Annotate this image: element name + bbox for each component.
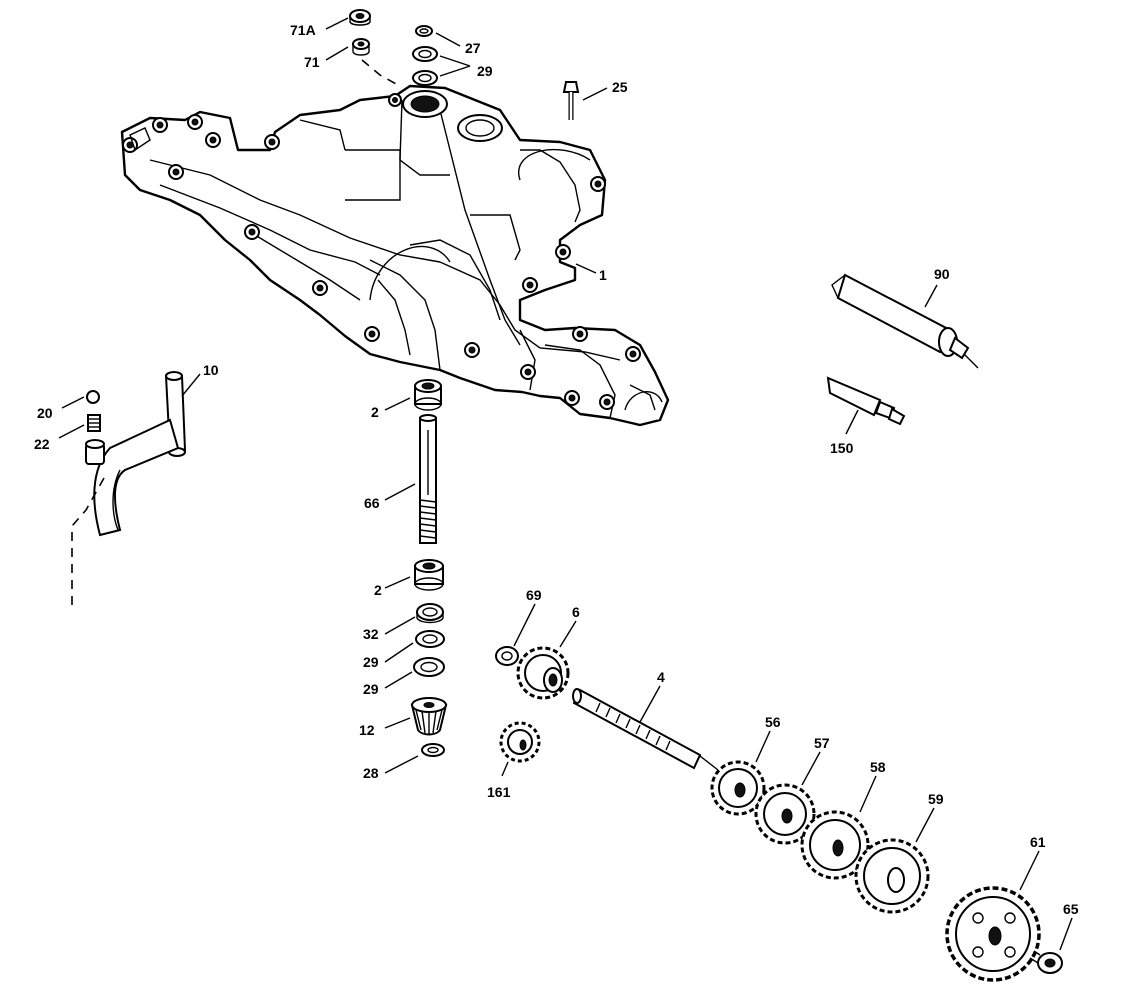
callout-22: 22 (34, 436, 50, 452)
callout-25: 25 (612, 79, 628, 95)
part-58-gear (800, 810, 870, 880)
part-2-bearing-top (414, 379, 442, 411)
part-25-bolt (562, 81, 580, 120)
part-65-bushing (1029, 950, 1063, 974)
part-4-shaft (572, 688, 719, 771)
callout-2-bottom: 2 (374, 582, 382, 598)
callout-2-top: 2 (371, 404, 379, 420)
callout-32: 32 (363, 626, 379, 642)
part-22-spring (87, 414, 101, 432)
part-29-washer-top-a (412, 46, 438, 62)
callout-61: 61 (1030, 834, 1046, 850)
part-20-ball (86, 390, 100, 404)
part-71a-washer (349, 9, 371, 26)
part-66-shaft (419, 414, 437, 544)
part-12-bevel-gear (410, 697, 448, 736)
part-59-gear (854, 838, 930, 914)
part-57-gear (754, 783, 816, 845)
part-29-washer-top-b (412, 70, 438, 86)
callout-57: 57 (814, 735, 830, 751)
part-10-axis-line (71, 477, 105, 612)
callout-4: 4 (657, 669, 665, 685)
part-10-detent-plug (85, 439, 105, 465)
callout-66: 66 (364, 495, 380, 511)
part-2-bearing-bottom (414, 559, 444, 591)
part-56-gear (710, 760, 766, 816)
part-69-washer (495, 646, 519, 666)
part-150-sealant-tube (826, 376, 906, 426)
callout-71a: 71A (290, 22, 316, 38)
part-32-spacer (416, 603, 444, 624)
callout-29-a: 29 (363, 654, 379, 670)
callout-12: 12 (359, 722, 375, 738)
callout-69: 69 (526, 587, 542, 603)
callout-56: 56 (765, 714, 781, 730)
part-10-shift-fork (93, 371, 187, 537)
callout-150: 150 (830, 440, 854, 456)
callout-27: 27 (465, 40, 481, 56)
part-29-washer-b (413, 657, 445, 677)
part-71-axis-line (361, 59, 399, 86)
callout-29-top: 29 (477, 63, 493, 79)
callout-10: 10 (203, 362, 219, 378)
part-27-retaining-ring (415, 25, 433, 37)
part-161-gear (499, 721, 541, 763)
callout-6: 6 (572, 604, 580, 620)
part-28-snap-ring (421, 743, 445, 757)
callout-20: 20 (37, 405, 53, 421)
callout-58: 58 (870, 759, 886, 775)
part-6-gear (516, 646, 570, 700)
part-61-gear (945, 886, 1041, 982)
callout-1: 1 (599, 267, 607, 283)
callout-161: 161 (487, 784, 511, 800)
callout-65: 65 (1063, 901, 1079, 917)
callout-labels: 71A 71 27 29 25 1 90 150 10 20 22 2 66 2… (34, 22, 1079, 917)
leader-lines (58, 17, 1073, 951)
callout-59: 59 (928, 791, 944, 807)
callout-29-b: 29 (363, 681, 379, 697)
callout-90: 90 (934, 266, 950, 282)
part-90-grease-tube (831, 273, 979, 369)
part-29-washer-a (415, 630, 445, 648)
callout-71: 71 (304, 54, 320, 70)
part-71-nut (352, 38, 370, 56)
callout-28: 28 (363, 765, 379, 781)
transaxle-housing (120, 84, 670, 427)
